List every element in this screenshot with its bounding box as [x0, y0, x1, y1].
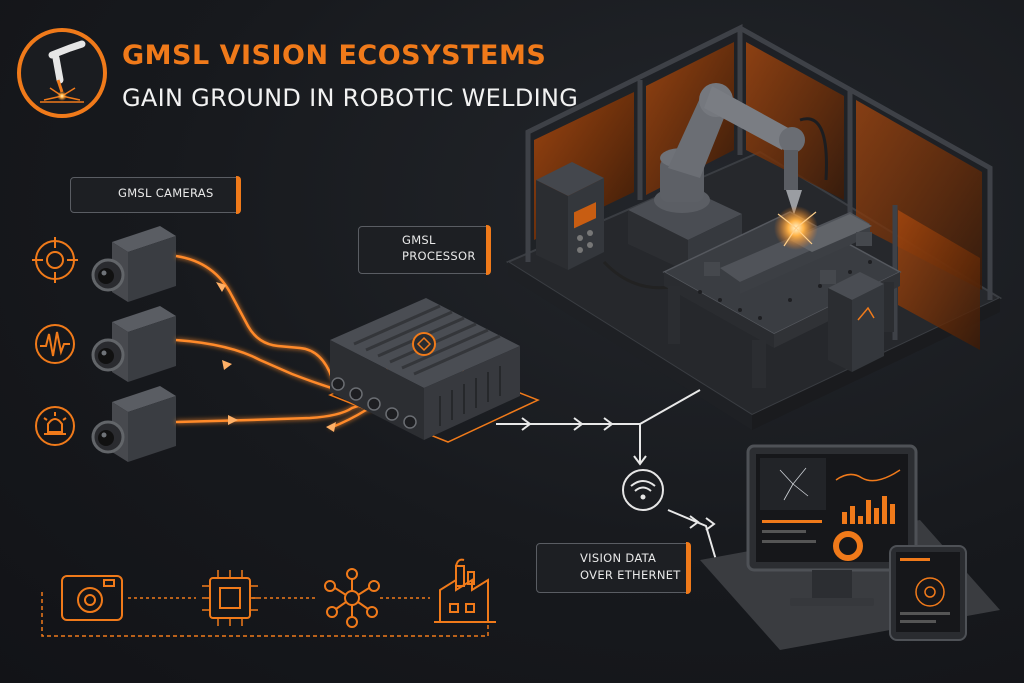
sensor-icon: [35, 406, 75, 446]
robot-arm: [628, 83, 828, 272]
tag-accent-bar: [236, 176, 241, 214]
waveform-icon: [35, 324, 75, 364]
gmsl-cameras-tag: [70, 176, 241, 214]
tag-accent-bar: [486, 225, 491, 275]
camera-3: [91, 386, 176, 462]
camera-icon: [61, 575, 123, 621]
gmsl-cameras-label: GMSL CAMERAS: [118, 186, 214, 200]
factory-icon: [434, 558, 496, 623]
network-nodes-icon: [324, 568, 380, 628]
gmsl-processor-tag: [358, 225, 491, 275]
camera-2: [91, 306, 176, 382]
tag-accent-bar: [686, 542, 691, 594]
monitor-cabinet: [828, 272, 884, 372]
gmsl-processor-label-line1: GMSL: [402, 233, 436, 247]
monitor-bar-chart: [842, 496, 895, 524]
gmsl-processor-device: [328, 298, 540, 443]
chip-icon: [202, 570, 258, 626]
camera-1: [91, 226, 176, 302]
ethernet-arrows: [521, 417, 716, 531]
tablet-device: [889, 545, 967, 641]
gmsl-processor-label-line2: PROCESSOR: [402, 249, 476, 263]
ethernet-lines: [496, 389, 717, 561]
target-icon: [32, 237, 78, 283]
vision-data-label-line1: VISION DATA: [580, 551, 657, 565]
controller-cabinet: [536, 162, 604, 270]
wifi-icon: [622, 469, 664, 511]
vision-data-tag: [536, 542, 691, 594]
page-subtitle: GAIN GROUND IN ROBOTIC WELDING: [122, 84, 579, 112]
cable-arrowheads: [216, 282, 336, 432]
vision-data-label-line2: OVER ETHERNET: [580, 568, 681, 582]
welding-torch-icon: [17, 28, 107, 118]
page-title: GMSL VISION ECOSYSTEMS: [122, 40, 547, 71]
welding-cell: [505, 23, 1003, 430]
workflow-row: [41, 592, 489, 637]
